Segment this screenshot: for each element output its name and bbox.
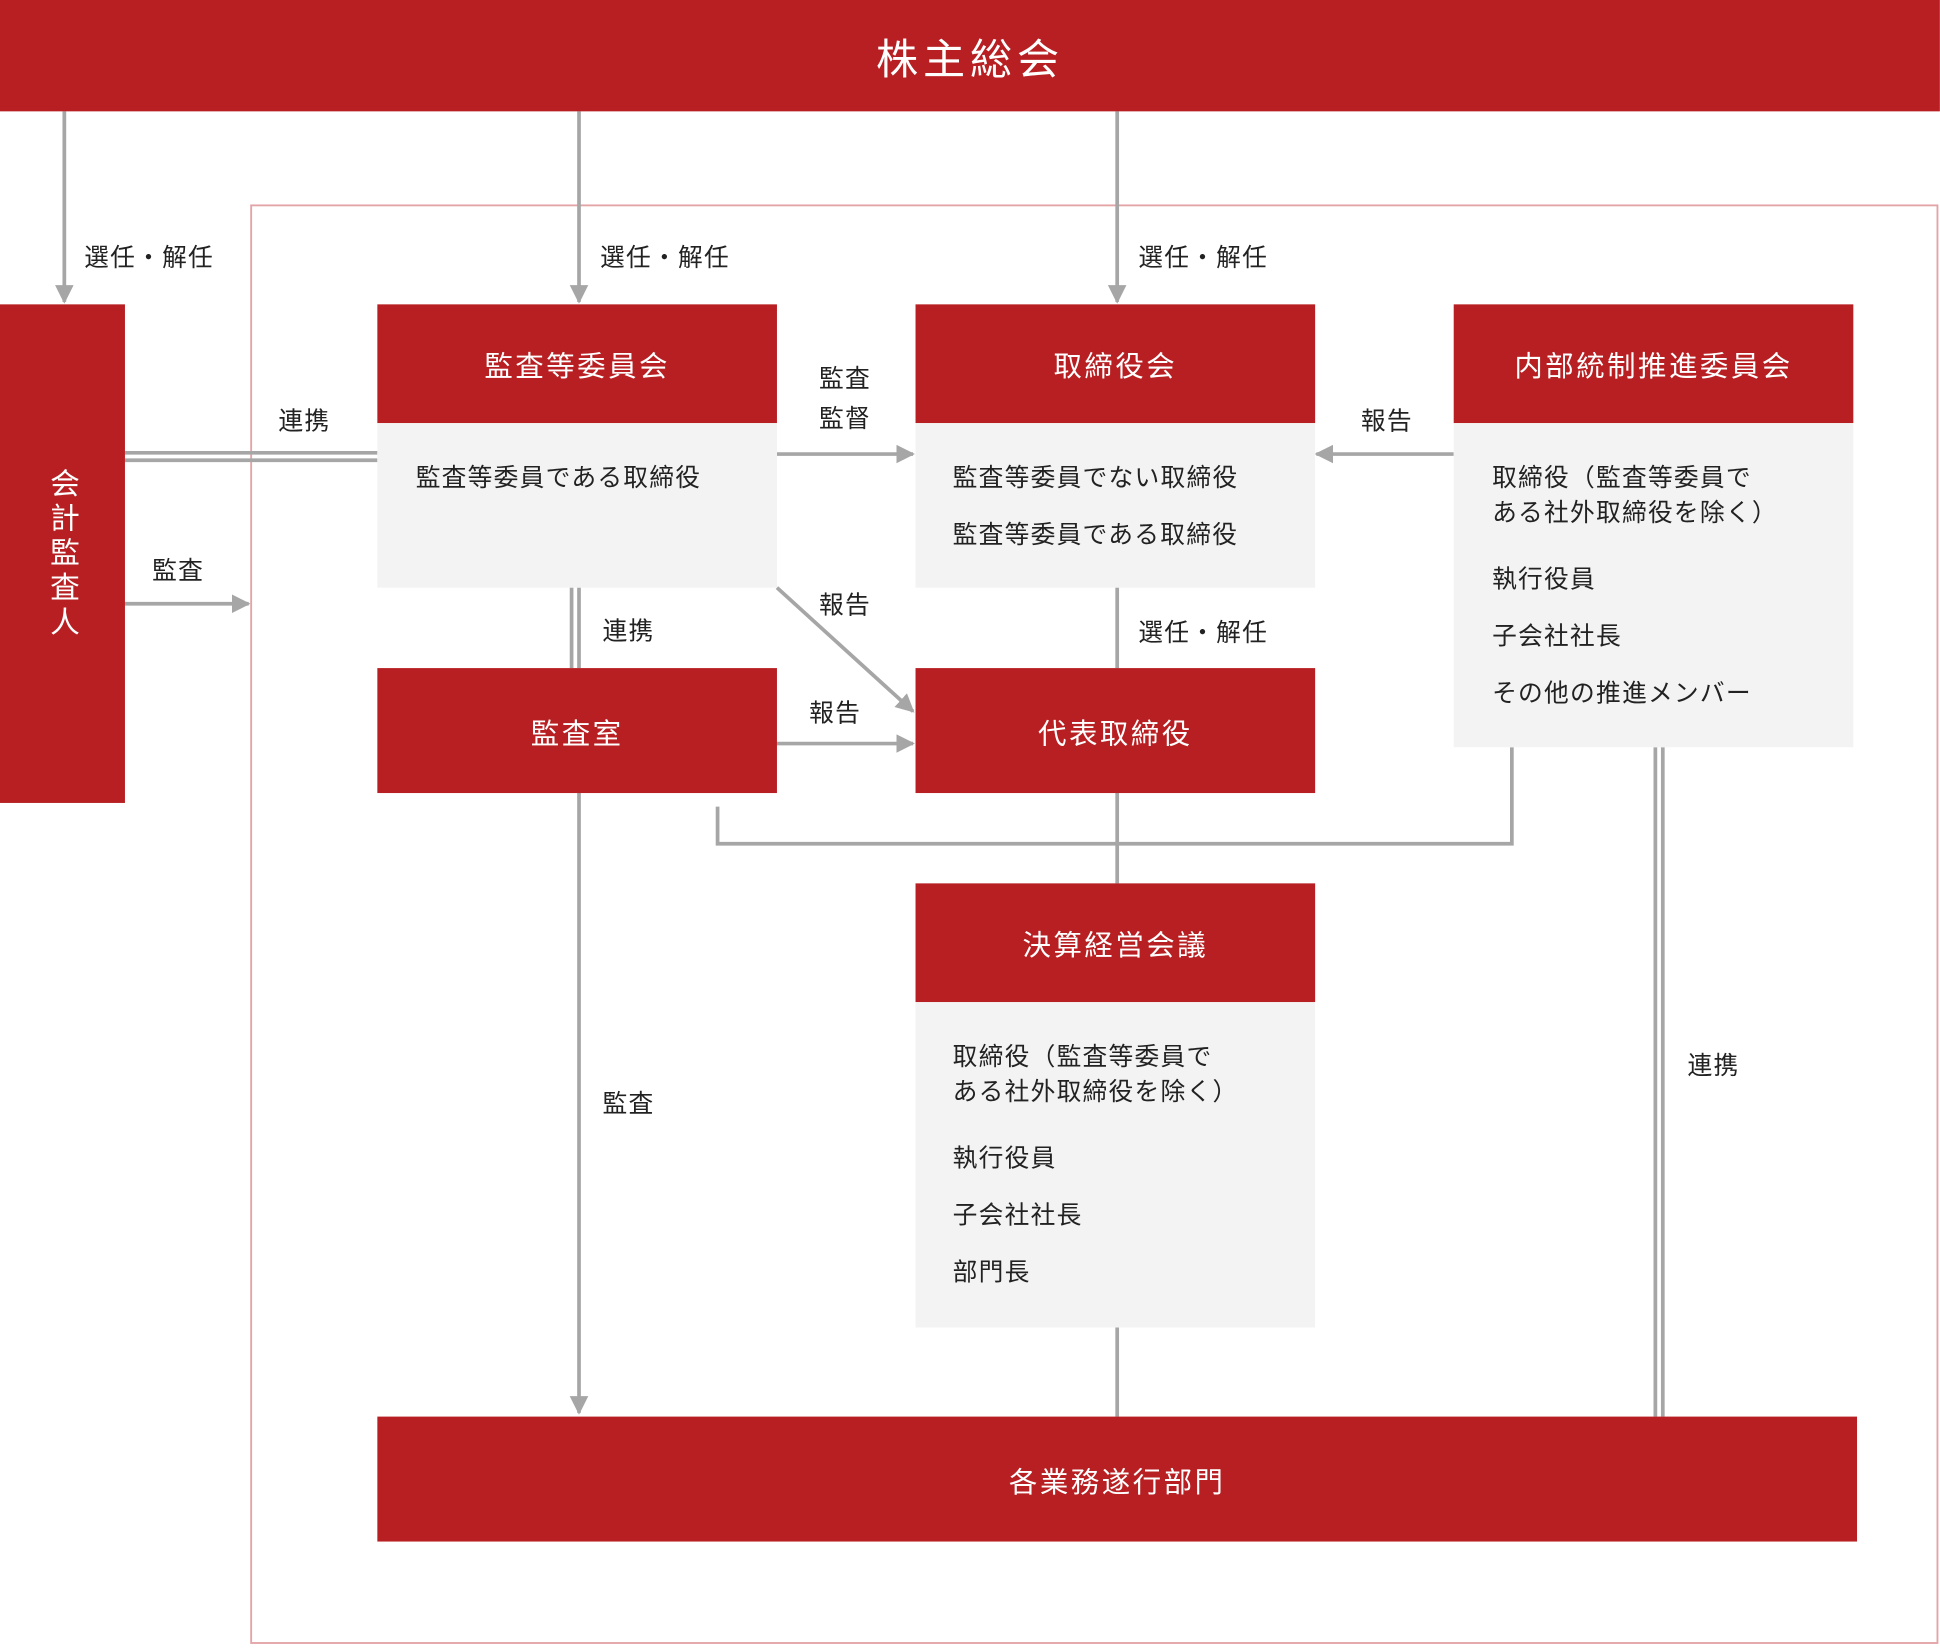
supervise-label: 監督 bbox=[819, 403, 871, 434]
shareholders-meeting-title: 株主総会 bbox=[875, 35, 1064, 85]
cooperation-label-departments: 連携 bbox=[1687, 1050, 1740, 1081]
settlement-meeting-header: 決算経営会議 bbox=[915, 883, 1316, 1003]
bracket-line bbox=[715, 747, 1514, 846]
board-body: 監査等委員でない取締役 監査等委員である取締役 bbox=[915, 423, 1316, 588]
board-header: 取締役会 bbox=[915, 304, 1316, 424]
accounting-auditor: 会計監査人 bbox=[0, 304, 125, 803]
internal-control-header: 内部統制推進委員会 bbox=[1453, 304, 1854, 424]
report-label-committee: 報告 bbox=[819, 590, 871, 620]
settlement-meeting-title: 決算経営会議 bbox=[1022, 930, 1209, 963]
internal-control-member: 取締役（監査等委員で bbox=[1492, 462, 1752, 493]
internal-control-body: 取締役（監査等委員で ある社外取締役を除く） 執行役員 子会社社長 その他の推進… bbox=[1453, 423, 1854, 748]
settlement-member: 部門長 bbox=[952, 1256, 1031, 1287]
settlement-member: ある社外取締役を除く） bbox=[952, 1076, 1239, 1107]
report-arrow-diagonal bbox=[775, 586, 915, 713]
company-frame bbox=[250, 204, 1939, 1644]
board-member: 監査等委員でない取締役 bbox=[952, 462, 1239, 493]
report-label-internal: 報告 bbox=[1360, 405, 1413, 436]
committee-member: 監査等委員である取締役 bbox=[415, 462, 702, 493]
internal-control-member: 子会社社長 bbox=[1492, 621, 1622, 651]
cooperation-label-auditor: 連携 bbox=[278, 405, 331, 436]
board-member: 監査等委員である取締役 bbox=[952, 519, 1239, 550]
shareholders-meeting: 株主総会 bbox=[0, 0, 1940, 112]
ceo: 代表取締役 bbox=[915, 668, 1316, 794]
elect-label-committee: 選任・解任 bbox=[600, 242, 730, 273]
ceo-title: 代表取締役 bbox=[1038, 718, 1193, 751]
settlement-member: 子会社社長 bbox=[952, 1200, 1083, 1230]
internal-control-member: その他の推進メンバー bbox=[1492, 677, 1752, 708]
audit-office: 監査室 bbox=[377, 668, 777, 794]
audit-label-auditor: 監査 bbox=[152, 555, 205, 586]
audit-supervise-label: 監査 監督 bbox=[819, 359, 871, 438]
internal-control-title: 内部統制推進委員会 bbox=[1514, 351, 1793, 384]
settlement-member: 取締役（監査等委員で bbox=[952, 1041, 1213, 1072]
report-label-office: 報告 bbox=[809, 697, 862, 728]
committee-body: 監査等委員である取締役 bbox=[377, 423, 777, 588]
board-title: 取締役会 bbox=[1053, 351, 1178, 384]
internal-control-member: 執行役員 bbox=[1492, 564, 1596, 594]
audit-office-title: 監査室 bbox=[530, 718, 624, 751]
committee-title: 監査等委員会 bbox=[484, 351, 670, 384]
internal-control-member: ある社外取締役を除く） bbox=[1492, 497, 1778, 528]
audit-label: 監査 bbox=[819, 363, 871, 394]
business-departments: 各業務遂行部門 bbox=[377, 1416, 1858, 1542]
elect-label-ceo: 選任・解任 bbox=[1138, 617, 1269, 648]
audit-label-departments: 監査 bbox=[602, 1088, 655, 1119]
accounting-auditor-title: 会計監査人 bbox=[44, 467, 80, 641]
settlement-member: 執行役員 bbox=[952, 1143, 1057, 1173]
elect-label-board: 選任・解任 bbox=[1138, 242, 1269, 273]
business-departments-title: 各業務遂行部門 bbox=[1008, 1466, 1226, 1499]
cooperation-label-office: 連携 bbox=[602, 616, 655, 646]
elect-label-auditor: 選任・解任 bbox=[84, 242, 215, 273]
committee-header: 監査等委員会 bbox=[377, 304, 777, 424]
settlement-meeting-body: 取締役（監査等委員で ある社外取締役を除く） 執行役員 子会社社長 部門長 bbox=[915, 1002, 1316, 1328]
